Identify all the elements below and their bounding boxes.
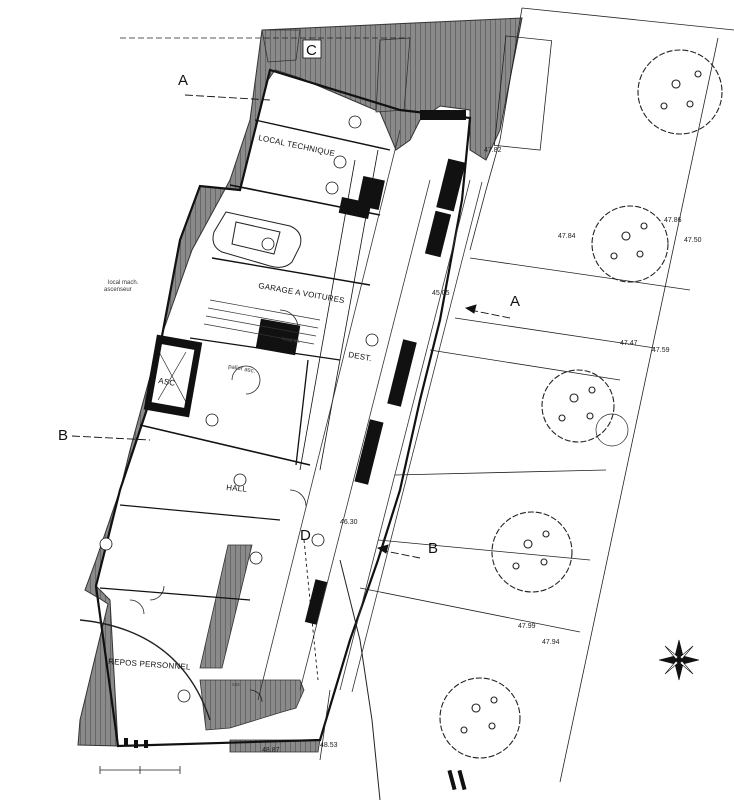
level-45-05: 45.05 xyxy=(432,290,450,297)
level-47-99: 47.99 xyxy=(518,623,536,630)
site-lines xyxy=(120,7,734,800)
note-palier: palier asc. xyxy=(228,364,256,375)
hatched-boundary-wall xyxy=(77,17,523,753)
entry-steps xyxy=(124,738,467,791)
note-ascenseur: ascenseur xyxy=(104,287,132,293)
door-swings xyxy=(79,309,307,721)
note-local-tele: local tél. xyxy=(282,336,301,345)
level-46-30: 46.30 xyxy=(340,519,358,526)
car-icon xyxy=(212,211,302,268)
garage-ramp-lines xyxy=(203,299,321,345)
note-local-mach: local mach. xyxy=(108,280,139,286)
level-47-84: 47.84 xyxy=(558,233,576,240)
room-label-hall: HALL xyxy=(226,483,248,494)
compass-rose-icon xyxy=(658,639,700,681)
scale-bar xyxy=(99,766,181,774)
tree-icon xyxy=(439,677,521,759)
room-label-repos: REPOS PERSONNEL xyxy=(108,657,191,672)
trees xyxy=(439,49,723,759)
room-label-local-technique: LOCAL TECHNIQUE xyxy=(258,133,336,158)
section-c-box xyxy=(302,39,322,59)
section-mark-b-right: B xyxy=(428,540,438,557)
room-tags xyxy=(99,115,379,703)
section-mark-a-right: A xyxy=(510,293,520,310)
note-sas: sas xyxy=(232,682,240,688)
level-47-59: 47.59 xyxy=(652,347,670,354)
section-mark-d: D xyxy=(300,527,311,544)
level-47-82: 47.82 xyxy=(484,147,502,154)
east-facade-strip xyxy=(257,129,483,701)
level-48-87: 48.87 xyxy=(262,747,280,754)
level-48-53: 48.53 xyxy=(320,742,338,749)
level-47-86: 47.86 xyxy=(664,217,682,224)
level-47-94: 47.94 xyxy=(542,639,560,646)
section-mark-b-left: B xyxy=(58,427,68,444)
level-47-50: 47.50 xyxy=(684,237,702,244)
tree-icon xyxy=(637,49,723,135)
lift-shaft xyxy=(150,342,196,410)
level-47-47: 47.47 xyxy=(620,340,638,347)
tree-icon xyxy=(541,369,629,447)
room-label-asc: ASC xyxy=(158,376,176,388)
section-mark-a-top: A xyxy=(178,72,188,89)
room-label-garage: GARAGE A VOITURES xyxy=(258,281,346,305)
section-mark-c: C xyxy=(306,42,317,59)
tree-icon xyxy=(491,511,573,593)
section-lines xyxy=(71,94,511,681)
tree-icon xyxy=(591,205,669,283)
room-label-dest: DEST. xyxy=(348,350,373,363)
